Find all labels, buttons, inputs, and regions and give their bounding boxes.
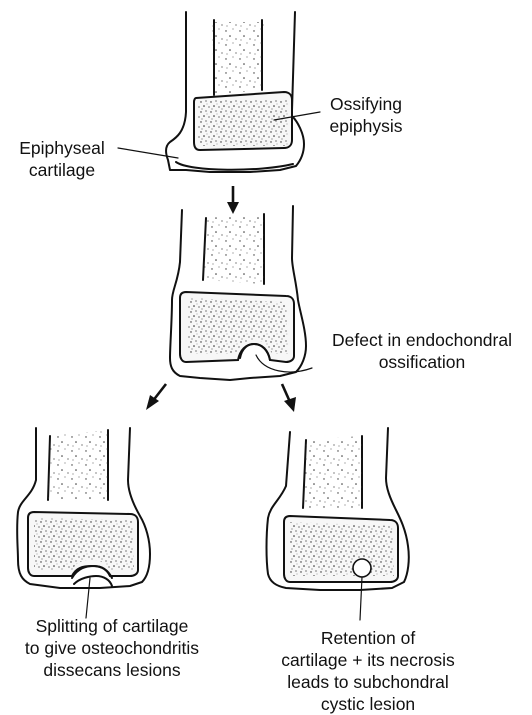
leader-epiphyseal-cartilage <box>118 148 178 158</box>
label-splitting-line3: dissecans lesions <box>43 660 180 680</box>
cyst-icon <box>353 559 371 577</box>
label-retention-line2: cartilage + its necrosis <box>281 650 455 670</box>
label-retention-line1: Retention of <box>321 628 416 648</box>
label-splitting-line2: to give osteochondritis <box>25 638 199 658</box>
leader-retention <box>360 577 362 620</box>
label-defect: Defect in endochondral ossification <box>332 330 512 372</box>
label-ossifying-line1: Ossifying <box>330 94 402 114</box>
label-splitting-line1: Splitting of cartilage <box>36 616 189 636</box>
leader-splitting <box>86 578 90 618</box>
label-retention-line3: leads to subchondral <box>287 672 449 692</box>
bone-stage-1 <box>118 12 320 172</box>
arrow-down-right <box>282 384 296 412</box>
arrow-down-left <box>146 384 166 410</box>
label-cartilage-line1: Epiphyseal <box>19 138 105 158</box>
label-ossifying-epiphysis: Ossifying epiphysis <box>330 94 403 136</box>
label-cartilage-line2: cartilage <box>29 160 95 180</box>
label-retention-line4: cystic lesion <box>321 694 415 714</box>
bone-stage-3b <box>267 428 409 620</box>
label-retention: Retention of cartilage + its necrosis le… <box>281 628 455 714</box>
label-defect-line1: Defect in endochondral <box>332 330 512 350</box>
arrow-down-1 <box>227 186 239 214</box>
label-ossifying-line2: epiphysis <box>330 116 403 136</box>
bone-stage-3a <box>17 428 150 618</box>
bone-stage-2 <box>170 206 312 380</box>
label-splitting: Splitting of cartilage to give osteochon… <box>25 616 199 680</box>
label-defect-line2: ossification <box>379 352 466 372</box>
label-epiphyseal-cartilage: Epiphyseal cartilage <box>19 138 105 180</box>
